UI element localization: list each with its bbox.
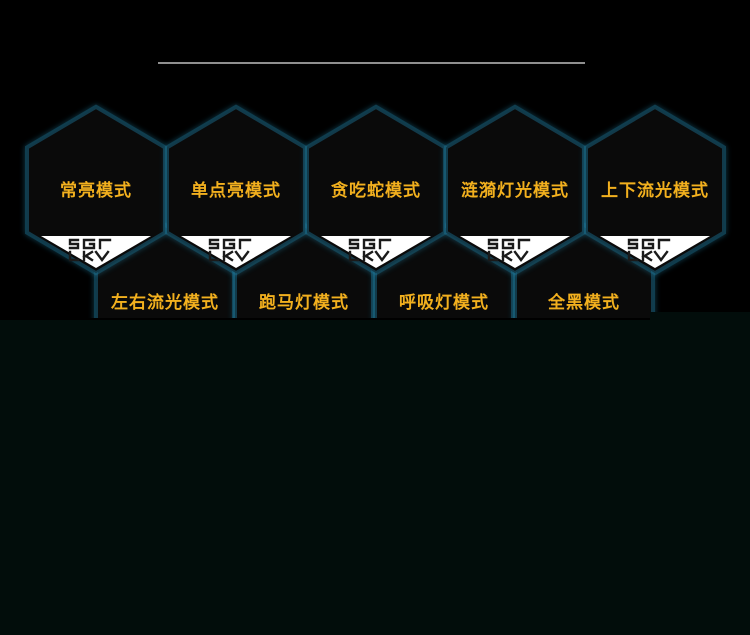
mode-label: 呼吸灯模式 — [399, 292, 489, 313]
row1-mode-tile-4[interactable]: 上下流光模式 — [584, 104, 726, 276]
mode-label: 常亮模式 — [60, 180, 132, 201]
mode-label: 左右流光模式 — [111, 292, 219, 313]
hex-tile — [27, 106, 165, 274]
mode-label: 单点亮模式 — [191, 180, 281, 201]
mode-label: 全黑模式 — [547, 292, 620, 313]
top-divider-line — [158, 62, 585, 64]
hex-tile — [446, 106, 584, 274]
mode-label: 上下流光模式 — [601, 180, 709, 201]
row1-mode-tile-0[interactable]: 常亮模式 — [25, 104, 167, 276]
sgc-logo-icon — [348, 238, 392, 262]
row1-mode-tile-1[interactable]: 单点亮模式 — [165, 104, 307, 276]
row1-mode-tile-2[interactable]: 贪吃蛇模式 — [305, 104, 447, 276]
mode-label: 贪吃蛇模式 — [330, 180, 421, 201]
lower-panel — [0, 320, 750, 635]
sgc-logo-icon — [487, 238, 531, 262]
sgc-logo-icon — [208, 238, 252, 262]
lower-panel-lip — [650, 312, 750, 320]
hex-tile — [167, 106, 305, 274]
row1-mode-tile-3[interactable]: 涟漪灯光模式 — [444, 104, 586, 276]
mode-label: 涟漪灯光模式 — [461, 180, 569, 201]
mode-label: 跑马灯模式 — [259, 292, 349, 313]
hex-tile — [586, 106, 724, 274]
sgc-logo-icon — [627, 238, 671, 262]
sgc-logo-icon — [68, 238, 112, 262]
